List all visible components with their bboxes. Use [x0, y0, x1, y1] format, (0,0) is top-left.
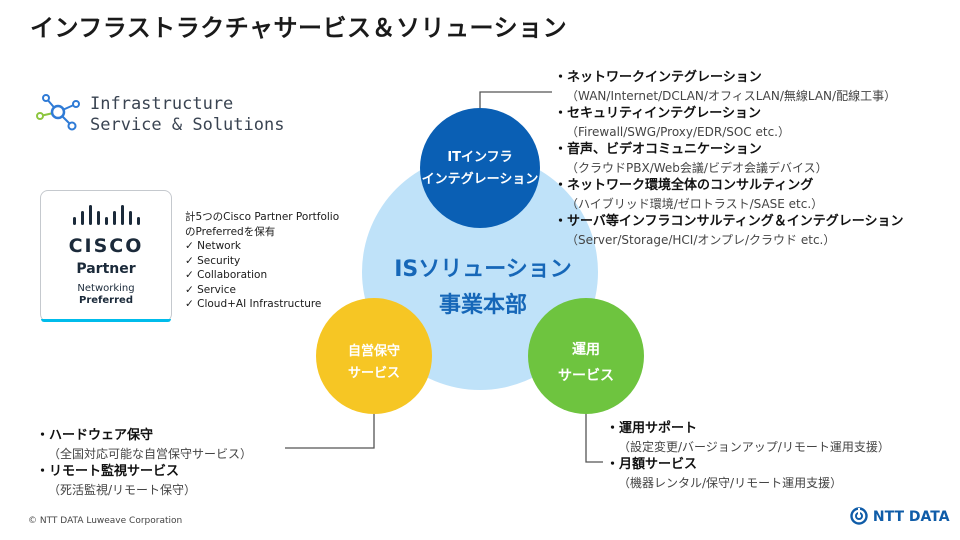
cisco-partner-badge: CISCO Partner Networking Preferred — [40, 190, 172, 322]
portfolio-item: ✓ Security — [185, 254, 241, 267]
ntt-data-wordmark: NTT DATA — [872, 509, 950, 525]
it-connector-line — [479, 91, 552, 108]
service-heading: ・ハードウェア保守 — [36, 428, 154, 443]
it-services-list: ・ネットワークインテグレーション （WAN/Internet/DCLAN/オフィ… — [554, 69, 903, 249]
operation-connector-line — [585, 414, 603, 463]
portfolio-item: ✓ Collaboration — [185, 269, 268, 281]
service-detail: （全国対応可能な自営保守サービス） — [48, 447, 253, 461]
cisco-bars-icon — [73, 205, 140, 225]
badge-tier: Partner — [76, 261, 136, 277]
badge-spec-line-1: Networking — [77, 283, 135, 294]
service-detail: （WAN/Internet/DCLAN/オフィスLAN/無線LAN/配線工事） — [566, 89, 897, 103]
maintenance-circle — [316, 298, 432, 414]
center-label-2: 事業本部 — [438, 293, 527, 318]
maintenance-label-1: 自営保守 — [347, 344, 400, 359]
portfolio-list: ✓ Network ✓ Security ✓ Collaboration ✓ S… — [185, 239, 339, 312]
maintenance-label-2: サービス — [347, 366, 400, 381]
badge-specialization: Networking Preferred — [41, 283, 171, 307]
service-detail: （機器レンタル/保守/リモート運用支援） — [618, 476, 843, 490]
service-detail: （設定変更/バージョンアップ/リモート運用支援） — [618, 440, 890, 454]
portfolio-item: ✓ Service — [185, 283, 236, 296]
service-detail: （Server/Storage/HCI/オンプレ/クラウド etc.） — [566, 233, 836, 247]
cisco-portfolio-text: 計5つのCisco Partner Portfolio のPreferredを保… — [185, 210, 339, 312]
badge-spec-line-2: Preferred — [79, 295, 133, 306]
service-detail: （Firewall/SWG/Proxy/EDR/SOC etc.） — [566, 125, 790, 139]
service-heading: ・ネットワーク環境全体のコンサルティング — [554, 178, 814, 193]
operation-circle — [528, 298, 644, 414]
operation-services-list: ・運用サポート （設定変更/バージョンアップ/リモート運用支援） ・月額サービス… — [606, 420, 890, 492]
service-heading: ・セキュリティインテグレーション — [554, 106, 761, 121]
portfolio-item: ✓ Network — [185, 240, 241, 252]
ntt-data-logo: NTT DATA — [850, 507, 950, 525]
maintenance-services-list: ・ハードウェア保守 （全国対応可能な自営保守サービス） ・リモート監視サービス … — [36, 427, 252, 499]
service-heading: ・リモート監視サービス — [36, 464, 180, 479]
copyright-text: © NTT DATA Luweave Corporation — [28, 516, 183, 526]
center-label: ISソリューション 事業本部 — [378, 252, 588, 324]
cisco-wordmark: CISCO — [68, 235, 144, 257]
infrastructure-logo: Infrastructure Service & Solutions — [90, 94, 284, 136]
it-infra-label-1: ITインフラ — [447, 150, 513, 165]
service-heading: ・運用サポート — [606, 421, 698, 436]
ntt-swirl-icon — [850, 507, 868, 525]
service-detail: （死活監視/リモート保守） — [48, 483, 197, 497]
logo-line-1: Infrastructure — [90, 94, 234, 114]
portfolio-line-1: 計5つのCisco Partner Portfolio — [185, 211, 340, 223]
operation-label-2: サービス — [558, 368, 614, 384]
portfolio-line-2: のPreferredを保有 — [185, 225, 276, 238]
maintenance-label: 自営保守 サービス — [320, 341, 428, 385]
network-nodes-icon — [36, 94, 80, 131]
service-heading: ・ネットワークインテグレーション — [554, 70, 762, 85]
service-heading: ・サーバ等インフラコンサルティング＆インテグレーション — [554, 214, 904, 229]
portfolio-item: ✓ Cloud+AI Infrastructure — [185, 298, 322, 310]
operation-label: 運用 サービス — [532, 337, 640, 389]
service-heading: ・月額サービス — [606, 457, 698, 472]
badge-accent-bar — [41, 319, 171, 322]
operation-label-1: 運用 — [572, 342, 600, 358]
service-detail: （クラウドPBX/Web会議/ビデオ会議デバイス） — [566, 161, 828, 175]
it-infra-label-2: インテグレーション — [421, 172, 539, 187]
maintenance-connector-line — [285, 414, 375, 449]
logo-line-2: Service & Solutions — [90, 115, 285, 135]
center-label-1: ISソリューション — [394, 257, 572, 282]
service-detail: （ハイブリッド環境/ゼロトラスト/SASE etc.） — [566, 197, 824, 211]
page-title: インフラストラクチャサービス＆ソリューション — [30, 14, 568, 42]
it-infra-circle — [420, 108, 540, 228]
it-infra-label: ITインフラ インテグレーション — [420, 147, 540, 191]
service-heading: ・音声、ビデオコミュニケーション — [554, 142, 762, 157]
